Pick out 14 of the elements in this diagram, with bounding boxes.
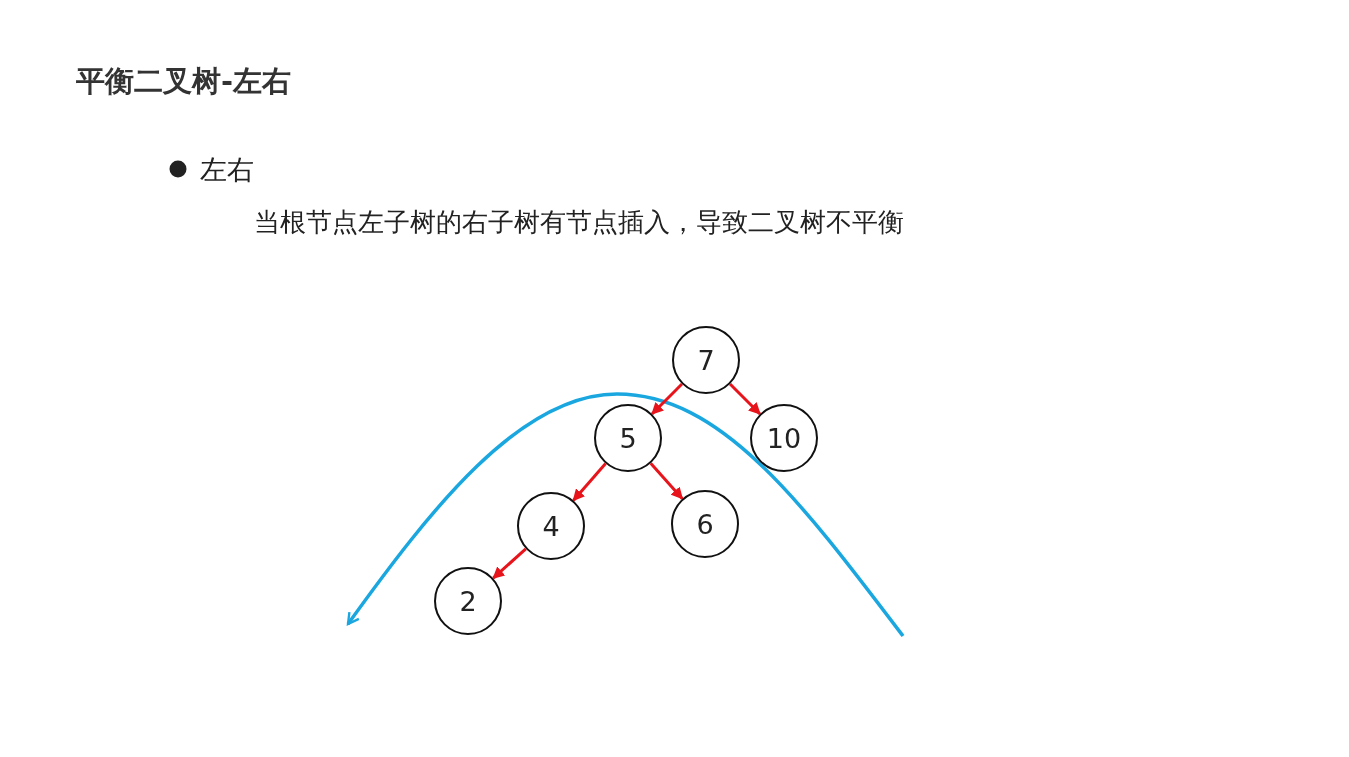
arrow [728,382,762,416]
bullet-text: 左右 [200,153,254,187]
tree-node-circle: 4 [517,492,585,560]
tree-node-circle: 7 [672,326,740,394]
arrow [650,382,684,416]
tree-node-circle: 5 [594,404,662,472]
body-text: 当根节点左子树的右子树有节点插入，导致二叉树不平衡 [254,206,904,239]
arrow [572,462,607,502]
tree-node-circle: 6 [671,490,739,558]
title: 平衡二叉树-左右 [76,63,292,100]
arrow [649,462,684,500]
tree-node-circle: 10 [750,404,818,472]
arrow [492,547,527,580]
tree-node-circle: 2 [434,567,502,635]
